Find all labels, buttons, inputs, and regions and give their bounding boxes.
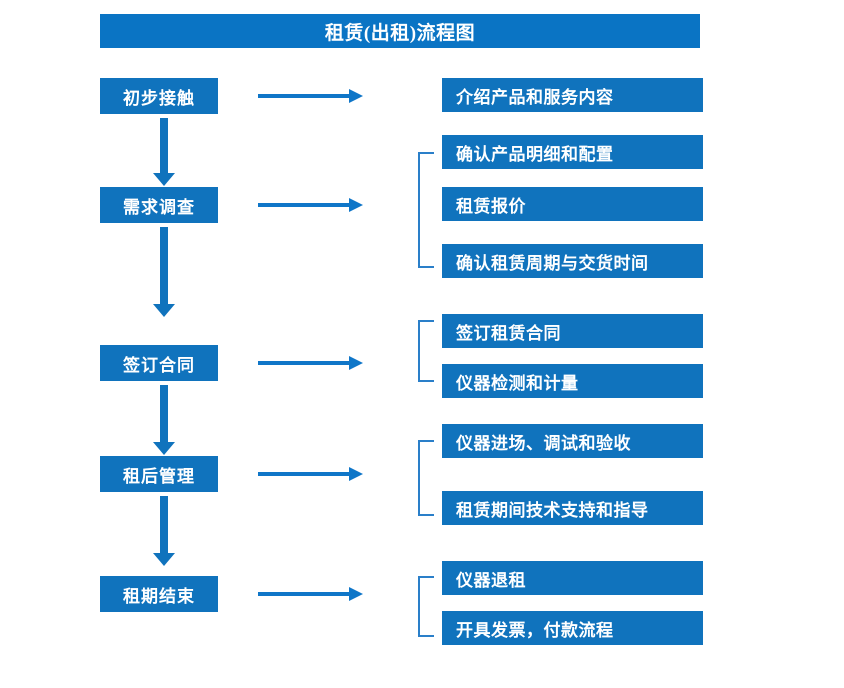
arrow-head	[153, 553, 175, 566]
detail-node-4-2[interactable]: 租赁期间技术支持和指导	[442, 491, 703, 525]
arrow-head	[349, 89, 363, 103]
arrow-shaft	[258, 94, 350, 98]
flow-arrow-right-2	[258, 198, 363, 212]
detail-node-5-1[interactable]: 仪器退租	[442, 561, 703, 595]
flow-arrow-right-3	[258, 356, 363, 370]
arrow-shaft	[258, 592, 350, 596]
diagram-title: 租赁(出租)流程图	[100, 14, 700, 48]
detail-node-4-1[interactable]: 仪器进场、调试和验收	[442, 424, 703, 458]
stage-node-4[interactable]: 租后管理	[100, 456, 218, 492]
arrow-head	[349, 587, 363, 601]
flow-arrow-down-2	[153, 227, 175, 317]
flow-arrow-right-5	[258, 587, 363, 601]
detail-node-5-2[interactable]: 开具发票，付款流程	[442, 611, 703, 645]
stage-node-3[interactable]: 签订合同	[100, 345, 218, 381]
arrow-shaft	[160, 385, 168, 442]
detail-node-2-2[interactable]: 租赁报价	[442, 187, 703, 221]
group-bracket-2	[418, 152, 434, 268]
stage-node-5[interactable]: 租期结束	[100, 576, 218, 612]
arrow-shaft	[258, 203, 350, 207]
arrow-head	[349, 356, 363, 370]
flow-arrow-down-3	[153, 385, 175, 455]
arrow-shaft	[258, 472, 350, 476]
arrow-shaft	[160, 118, 168, 173]
stage-node-2[interactable]: 需求调查	[100, 187, 218, 223]
detail-node-2-1[interactable]: 确认产品明细和配置	[442, 135, 703, 169]
arrow-head	[153, 442, 175, 455]
stage-node-1[interactable]: 初步接触	[100, 78, 218, 114]
arrow-head	[349, 198, 363, 212]
flow-arrow-down-4	[153, 496, 175, 566]
flow-arrow-down-1	[153, 118, 175, 186]
detail-node-3-2[interactable]: 仪器检测和计量	[442, 364, 703, 398]
flow-arrow-right-1	[258, 89, 363, 103]
arrow-shaft	[258, 361, 350, 365]
detail-node-2-3[interactable]: 确认租赁周期与交货时间	[442, 244, 703, 278]
arrow-head	[349, 467, 363, 481]
arrow-shaft	[160, 496, 168, 553]
arrow-shaft	[160, 227, 168, 304]
flow-arrow-right-4	[258, 467, 363, 481]
group-bracket-4	[418, 440, 434, 516]
arrow-head	[153, 173, 175, 186]
detail-node-1-1[interactable]: 介绍产品和服务内容	[442, 78, 703, 112]
arrow-head	[153, 304, 175, 317]
group-bracket-3	[418, 320, 434, 382]
group-bracket-5	[418, 576, 434, 637]
detail-node-3-1[interactable]: 签订租赁合同	[442, 314, 703, 348]
